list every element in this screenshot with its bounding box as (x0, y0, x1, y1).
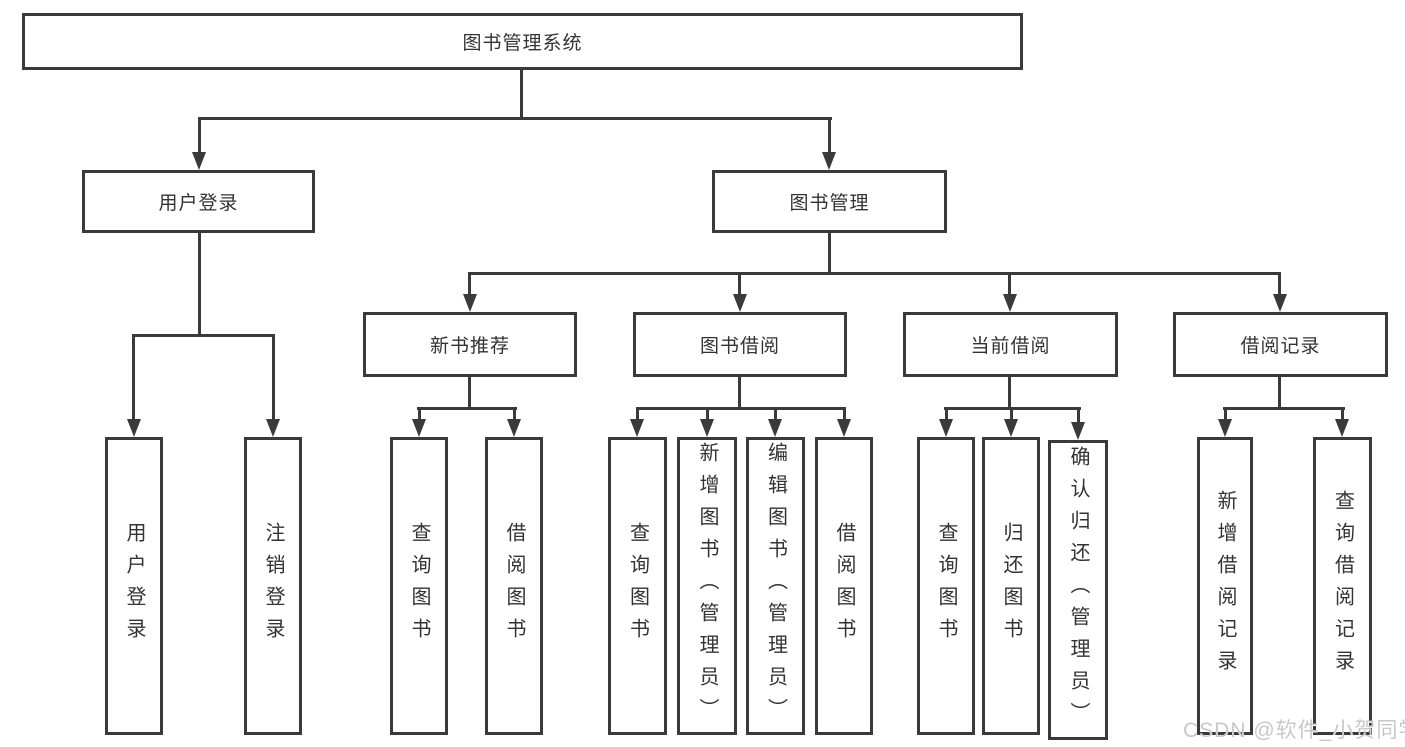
arrowhead-down (127, 419, 141, 437)
arrowhead-down (192, 152, 206, 170)
connector-line (198, 233, 201, 337)
arrowhead-down (463, 294, 477, 312)
node-label: 编辑图书（管理员） (764, 442, 787, 730)
node-label: 新增借阅记录 (1214, 490, 1236, 682)
node-label: 查询图书 (626, 522, 649, 650)
arrowhead-down (822, 152, 836, 170)
connector-line (198, 117, 201, 155)
node-leaf-add-borrow-record: 新增借阅记录 (1197, 437, 1253, 735)
node-leaf-confirm-return-admin: 确认归还（管理员） (1048, 440, 1108, 740)
node-leaf-logout: 注销登录 (244, 437, 302, 735)
connector-line (418, 407, 421, 422)
connector-line (738, 272, 741, 297)
node-user-login: 用户登录 (82, 170, 315, 233)
connector-line (1278, 377, 1281, 409)
connector-line (1008, 377, 1011, 409)
node-label: 图书借阅 (699, 336, 780, 357)
node-label: 图书管理系统 (462, 33, 583, 54)
node-label: 图书管理 (789, 193, 870, 214)
arrowhead-down (939, 419, 953, 437)
node-library-management-system: 图书管理系统 (22, 13, 1023, 70)
arrowhead-down (1273, 294, 1287, 312)
connector-line (132, 334, 275, 337)
node-leaf-query-borrow-record: 查询借阅记录 (1313, 437, 1372, 735)
node-label: 注销登录 (262, 522, 284, 650)
connector-line (1010, 407, 1013, 422)
node-label: 确认归还（管理员） (1067, 446, 1089, 734)
arrowhead-down (1004, 419, 1018, 437)
node-label: 新书推荐 (429, 336, 510, 357)
arrowhead-down (507, 419, 521, 437)
connector-line (1224, 407, 1227, 422)
node-leaf-query-books-borrowing: 查询图书 (608, 437, 667, 735)
node-label: 用户登录 (123, 522, 145, 650)
node-label: 归还图书 (1000, 522, 1022, 650)
arrowhead-down (1003, 294, 1017, 312)
connector-line (132, 334, 135, 421)
node-leaf-return-books: 归还图书 (982, 437, 1040, 735)
connector-line (1223, 407, 1345, 410)
node-new-book-recommend: 新书推荐 (363, 312, 577, 377)
arrowhead-down (768, 419, 782, 437)
node-label: 查询图书 (935, 522, 957, 650)
node-label: 查询借阅记录 (1331, 490, 1354, 682)
connector-line (468, 377, 471, 409)
connector-line (636, 407, 846, 410)
node-leaf-query-books-current: 查询图书 (917, 437, 975, 735)
arrowhead-down (1071, 422, 1085, 440)
node-leaf-borrow-books: 借阅图书 (815, 437, 873, 735)
node-book-management: 图书管理 (712, 170, 947, 233)
node-current-borrowing: 当前借阅 (903, 312, 1118, 377)
connector-line (1341, 407, 1344, 422)
connector-line (417, 407, 517, 410)
connector-line (272, 334, 275, 421)
connector-line (738, 377, 741, 409)
node-label: 借阅记录 (1240, 336, 1321, 357)
connector-line (468, 272, 1281, 275)
node-leaf-borrow-books-recommend: 借阅图书 (485, 437, 543, 735)
arrowhead-down (630, 419, 644, 437)
node-borrowing-records: 借阅记录 (1173, 312, 1388, 377)
arrowhead-down (412, 419, 426, 437)
connector-line (706, 407, 709, 422)
node-leaf-edit-book-admin: 编辑图书（管理员） (746, 437, 805, 735)
connector-line (1278, 272, 1281, 297)
connector-line (828, 233, 831, 275)
node-label: 借阅图书 (833, 522, 855, 650)
connector-line (468, 272, 471, 297)
node-label: 用户登录 (158, 193, 239, 214)
node-label: 借阅图书 (503, 522, 525, 650)
arrowhead-down (266, 419, 280, 437)
node-label: 查询图书 (408, 522, 430, 650)
node-book-borrowing: 图书借阅 (633, 312, 847, 377)
connector-line (774, 407, 777, 422)
connector-line (1077, 407, 1080, 423)
node-label: 新增图书（管理员） (696, 442, 718, 730)
node-leaf-add-book-admin: 新增图书（管理员） (677, 437, 737, 735)
arrowhead-down (1335, 419, 1349, 437)
arrowhead-down (837, 419, 851, 437)
connector-line (1008, 272, 1011, 297)
node-label: 当前借阅 (970, 336, 1051, 357)
connector-line (520, 70, 523, 118)
csdn-watermark: CSDN @软件_小贺同学 (1183, 719, 1405, 742)
connector-line (513, 407, 516, 422)
connector-line (843, 407, 846, 422)
connector-line (198, 117, 832, 120)
node-leaf-user-login: 用户登录 (105, 437, 163, 735)
connector-line (636, 407, 639, 422)
connector-line (828, 117, 831, 155)
arrowhead-down (733, 294, 747, 312)
arrowhead-down (1218, 419, 1232, 437)
arrowhead-down (700, 419, 714, 437)
node-leaf-query-books-recommend: 查询图书 (390, 437, 448, 735)
connector-line (945, 407, 948, 422)
